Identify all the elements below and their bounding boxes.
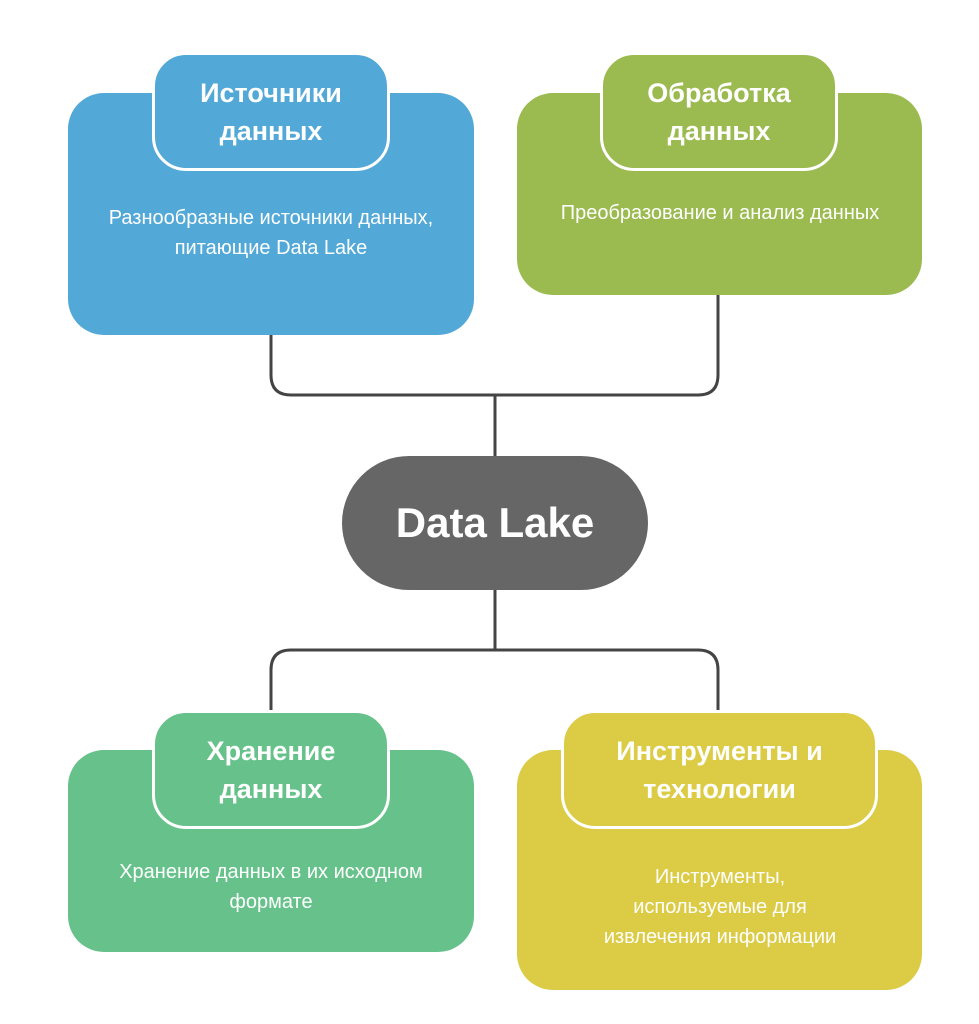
node-tools-description: Инструменты, используемые для извлечения…: [603, 866, 837, 948]
node-data-storage-description: Хранение данных в их исходном формате: [119, 861, 423, 913]
node-data-processing-title: Обработка данных: [600, 52, 838, 171]
node-tools-title: Инструменты и технологии: [561, 710, 878, 829]
node-data-sources-title: Источники данных: [152, 52, 390, 171]
node-data-processing-description: Преобразование и анализ данных: [560, 202, 880, 224]
center-node: Data Lake: [342, 456, 648, 590]
node-data-storage-title: Хранение данных: [152, 710, 390, 829]
node-data-sources-description: Разнообразные источники данных, питающие…: [108, 207, 434, 259]
bottom-connector: [269, 648, 720, 712]
